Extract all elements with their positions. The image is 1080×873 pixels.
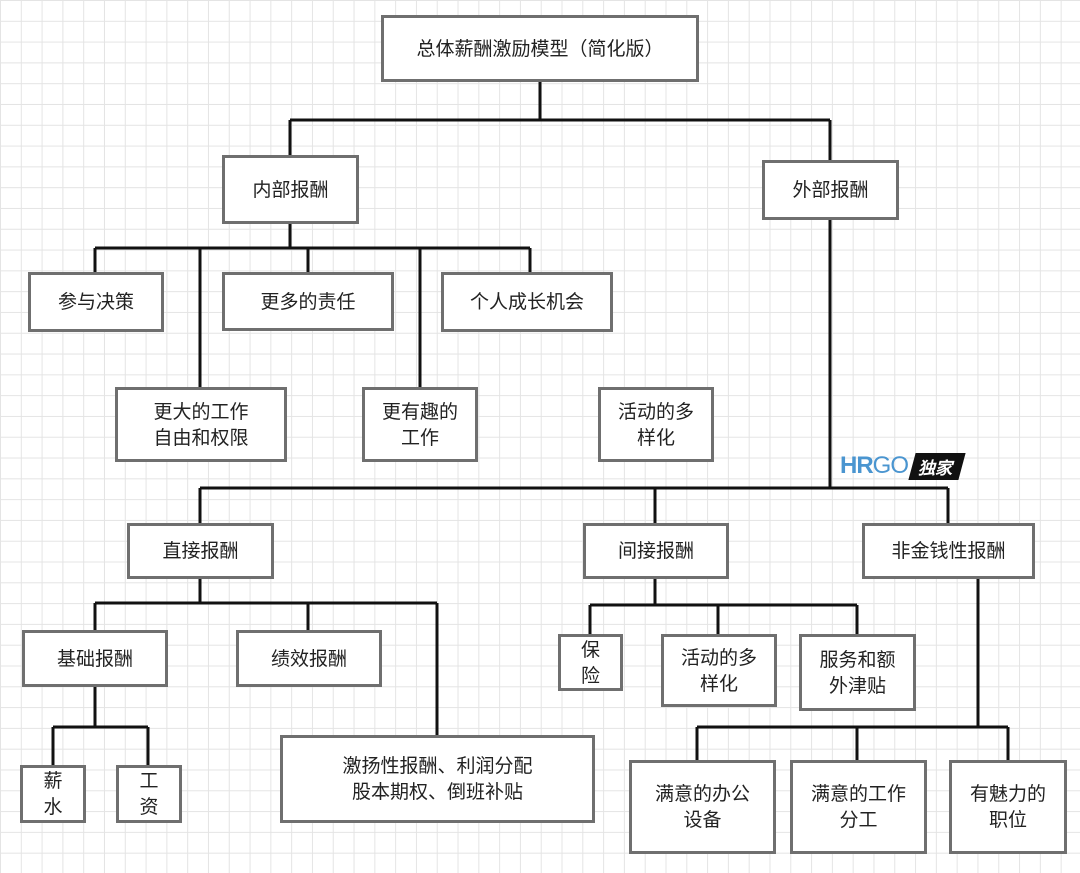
node-office-equipment: 满意的办公 设备	[629, 760, 776, 854]
nonmonetary-reward-node: 非金钱性报酬	[862, 523, 1035, 579]
node-incentive-reward: 激扬性报酬、利润分配 股本期权、倒班补贴	[280, 735, 595, 823]
watermark-hr: HR	[840, 452, 874, 479]
node-interesting-work: 更有趣的 工作	[362, 387, 478, 462]
watermark-tag: 独家	[908, 452, 966, 480]
indirect-reward-node: 间接报酬	[583, 523, 729, 579]
node-activity-variety-floating: 活动的多 样化	[598, 387, 714, 462]
node-salary: 薪 水	[20, 765, 86, 823]
node-services-allowance: 服务和额 外津贴	[799, 634, 916, 711]
node-insurance: 保 险	[558, 634, 623, 691]
internal-reward-node: 内部报酬	[222, 155, 359, 224]
root-node: 总体薪酬激励模型（简化版）	[381, 15, 699, 82]
node-decision-participation: 参与决策	[28, 272, 164, 332]
performance-reward-node: 绩效报酬	[236, 630, 382, 687]
node-growth-opportunity: 个人成长机会	[441, 272, 613, 332]
external-reward-node: 外部报酬	[762, 160, 899, 220]
node-activity-variety: 活动的多 样化	[661, 634, 777, 707]
node-more-responsibility: 更多的责任	[222, 272, 394, 331]
node-attractive-position: 有魅力的 职位	[949, 760, 1067, 854]
node-work-freedom: 更大的工作 自由和权限	[115, 387, 287, 462]
node-wage: 工 资	[116, 765, 182, 823]
watermark-go: GO	[872, 452, 909, 479]
base-reward-node: 基础报酬	[22, 630, 168, 687]
direct-reward-node: 直接报酬	[127, 523, 274, 579]
node-work-division: 满意的工作 分工	[790, 760, 927, 854]
